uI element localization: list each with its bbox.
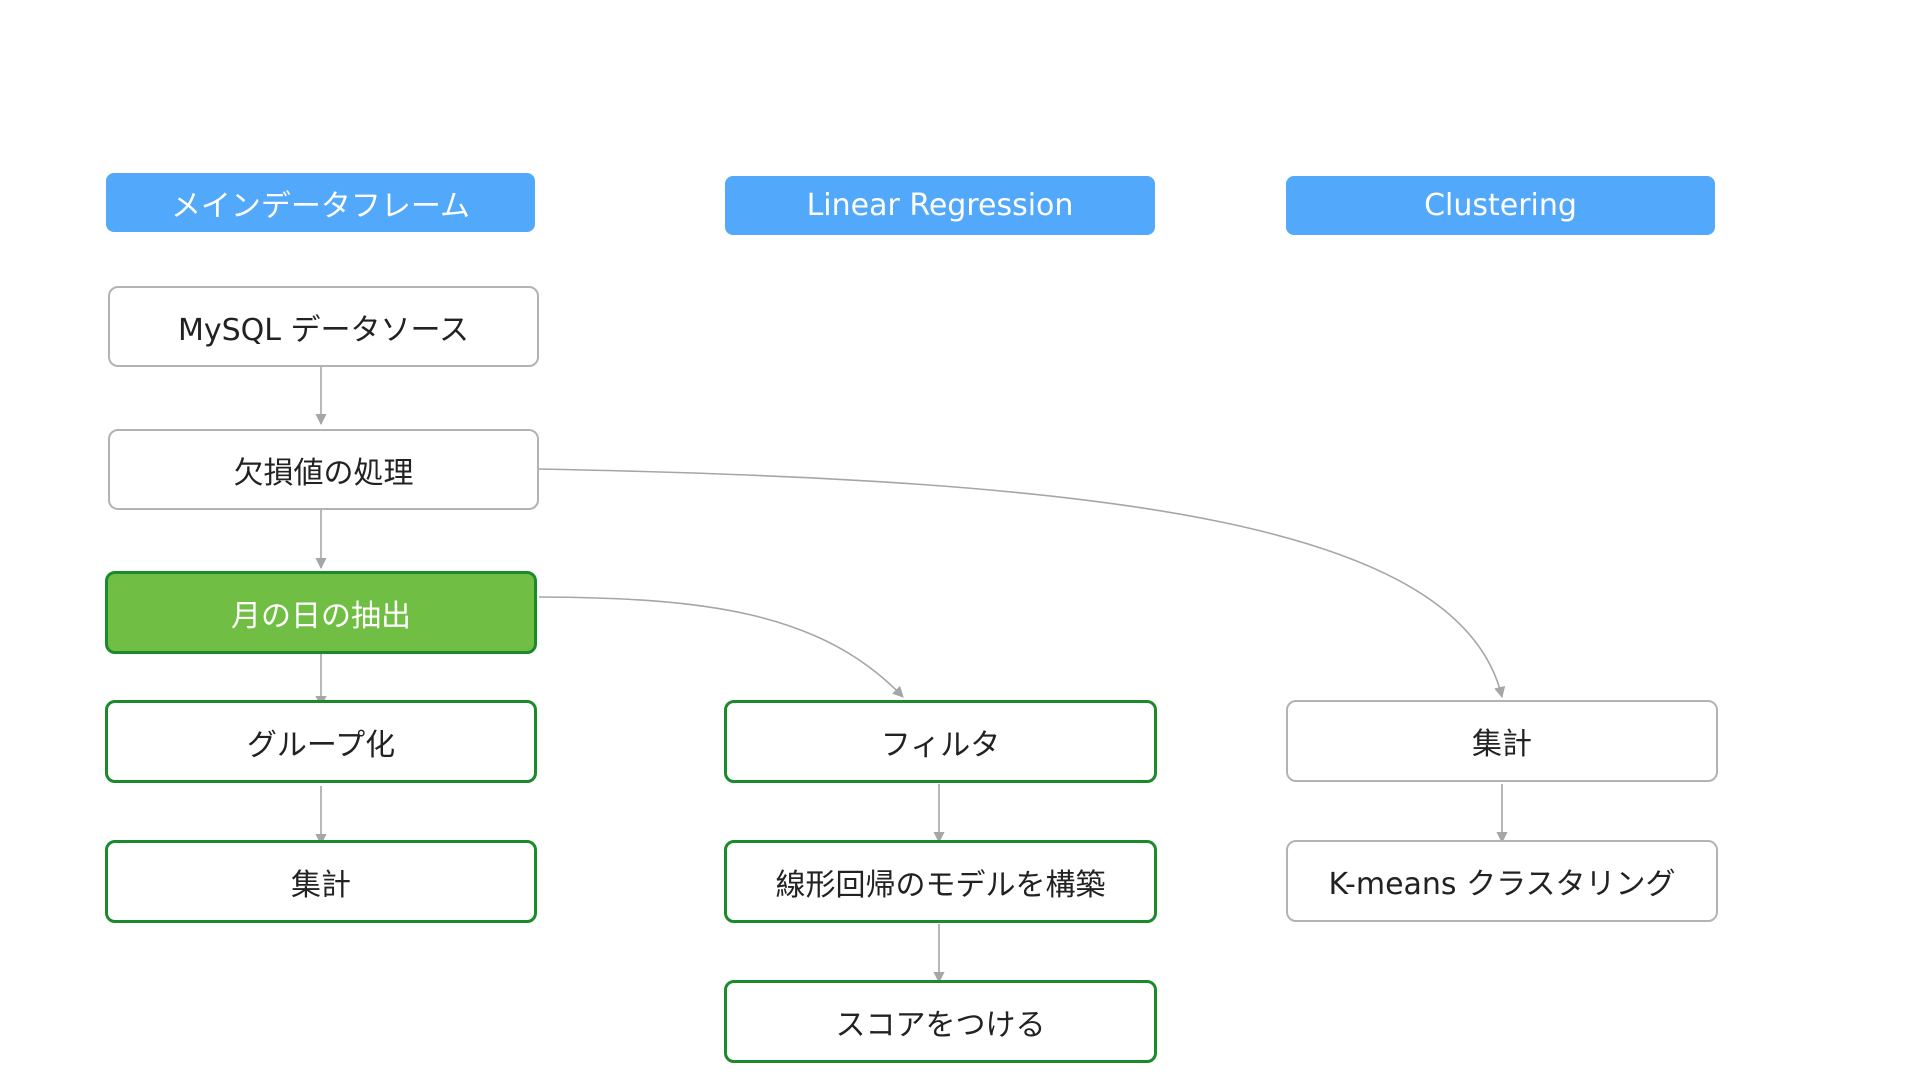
edge-extract-to-filter [538, 596, 904, 698]
node-filter[interactable]: フィルタ [724, 700, 1157, 783]
node-aggregate-main[interactable]: 集計 [105, 840, 537, 923]
node-extract-day-of-month[interactable]: 月の日の抽出 [105, 571, 537, 654]
header-clustering: Clustering [1286, 176, 1715, 235]
header-linear-regression: Linear Regression [725, 176, 1155, 235]
node-aggregate-clustering[interactable]: 集計 [1286, 700, 1718, 782]
header-main-dataframe: メインデータフレーム [106, 173, 535, 232]
node-group-by[interactable]: グループ化 [105, 700, 537, 783]
node-mysql-datasource[interactable]: MySQL データソース [108, 286, 539, 367]
node-kmeans-clustering[interactable]: K-means クラスタリング [1286, 840, 1718, 922]
node-build-linear-model[interactable]: 線形回帰のモデルを構築 [724, 840, 1157, 923]
edge-missing-to-cluster-agg [538, 468, 1506, 699]
node-missing-value-handling[interactable]: 欠損値の処理 [108, 429, 539, 510]
node-score[interactable]: スコアをつける [724, 980, 1157, 1063]
